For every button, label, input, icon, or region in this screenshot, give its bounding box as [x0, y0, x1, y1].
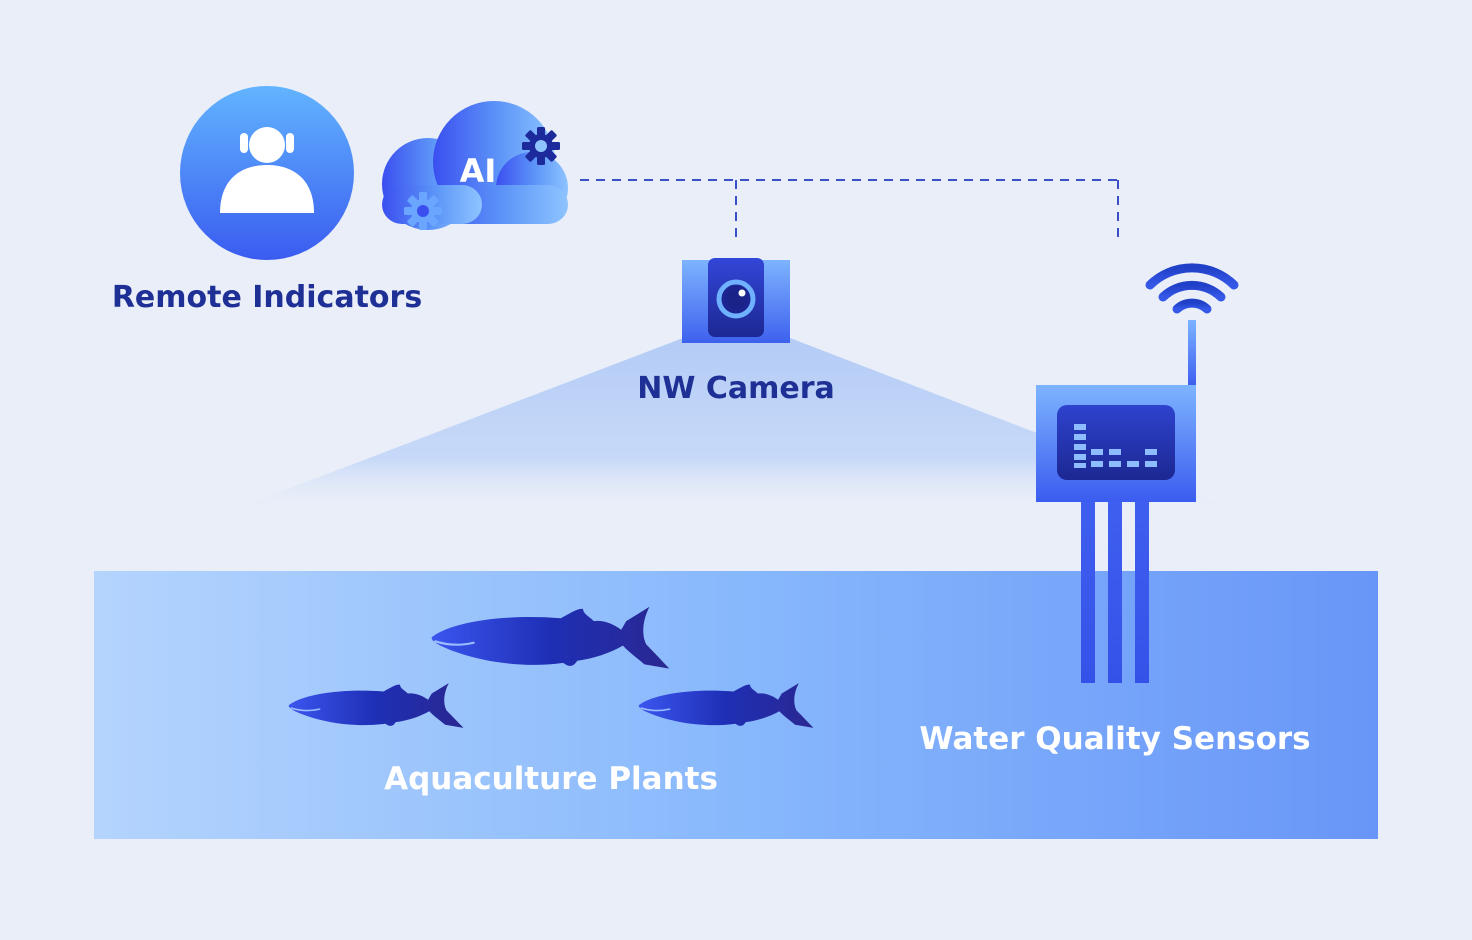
nw-camera	[682, 258, 790, 343]
gear-icon	[522, 127, 560, 165]
ai-label: AI	[459, 152, 497, 190]
water-quality-sensors-label: Water Quality Sensors	[919, 721, 1311, 757]
cloud-icon	[382, 101, 568, 230]
user-icon	[220, 127, 314, 213]
connection-lines	[580, 179, 1119, 244]
sensor-antenna	[1188, 320, 1196, 386]
wifi-icon	[1145, 263, 1239, 314]
sensor-icon	[1074, 424, 1157, 468]
camera-view-beam	[228, 338, 1242, 512]
water-quality-sensor	[1036, 385, 1196, 683]
remote-indicators-avatar	[180, 86, 354, 260]
remote-indicators-label: Remote Indicators	[111, 280, 423, 315]
gear-icon	[404, 192, 442, 230]
nw-camera-label: NW Camera	[637, 371, 835, 406]
camera-icon	[716, 279, 756, 319]
ai-cloud	[382, 101, 568, 230]
aquaculture-plants-label: Aquaculture Plants	[384, 761, 718, 797]
